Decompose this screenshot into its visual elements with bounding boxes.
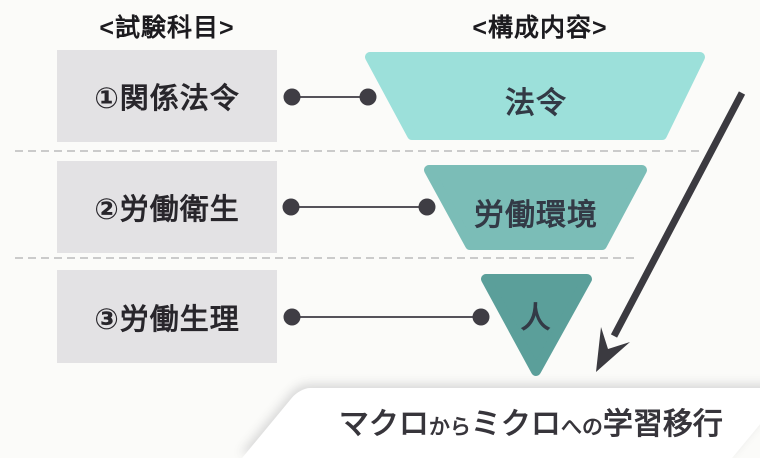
subject-label-1: ①関係法令 (94, 83, 240, 115)
banner-segment-2: から (428, 416, 471, 439)
subject-label-2: ②労働衛生 (94, 194, 240, 226)
connector-dot-3-left (283, 308, 301, 326)
funnel-label-3: 人 (520, 302, 552, 335)
flow-arrow-head-icon (596, 327, 630, 372)
connector-dot-2-left (282, 198, 300, 216)
subject-box-1: ①関係法令 (57, 50, 277, 142)
funnel-label-2: 労働環境 (474, 199, 598, 232)
funnel-label-1: 法令 (505, 87, 567, 120)
right-column-header: <構成内容> (472, 14, 608, 42)
banner-segment-4: への (560, 416, 603, 439)
banner-segment-5: 学習移行 (602, 408, 723, 441)
connector-dot-3-right (472, 308, 490, 326)
subject-label-3: ③労働生理 (94, 303, 240, 336)
summary-banner: マクロからミクロへの学習移行 (242, 388, 760, 458)
banner-segment-1: マクロ (338, 408, 429, 441)
banner-segment-3: ミクロ (470, 408, 561, 441)
connector-dot-2-right (418, 198, 436, 216)
connector-dot-1-right (359, 88, 377, 106)
funnel-layer-3 (481, 274, 592, 376)
summary-banner-text: マクロからミクロへの学習移行 (291, 399, 760, 443)
left-column-header: <試験科目> (99, 14, 235, 42)
funnel-layer-1 (365, 52, 705, 140)
subject-box-2: ②労働衛生 (57, 161, 277, 253)
connector-dot-1-left (283, 88, 301, 106)
subject-box-3: ③労働生理 (57, 270, 277, 363)
flow-arrow-shaft (610, 91, 746, 338)
funnel-layer-2 (424, 165, 647, 250)
